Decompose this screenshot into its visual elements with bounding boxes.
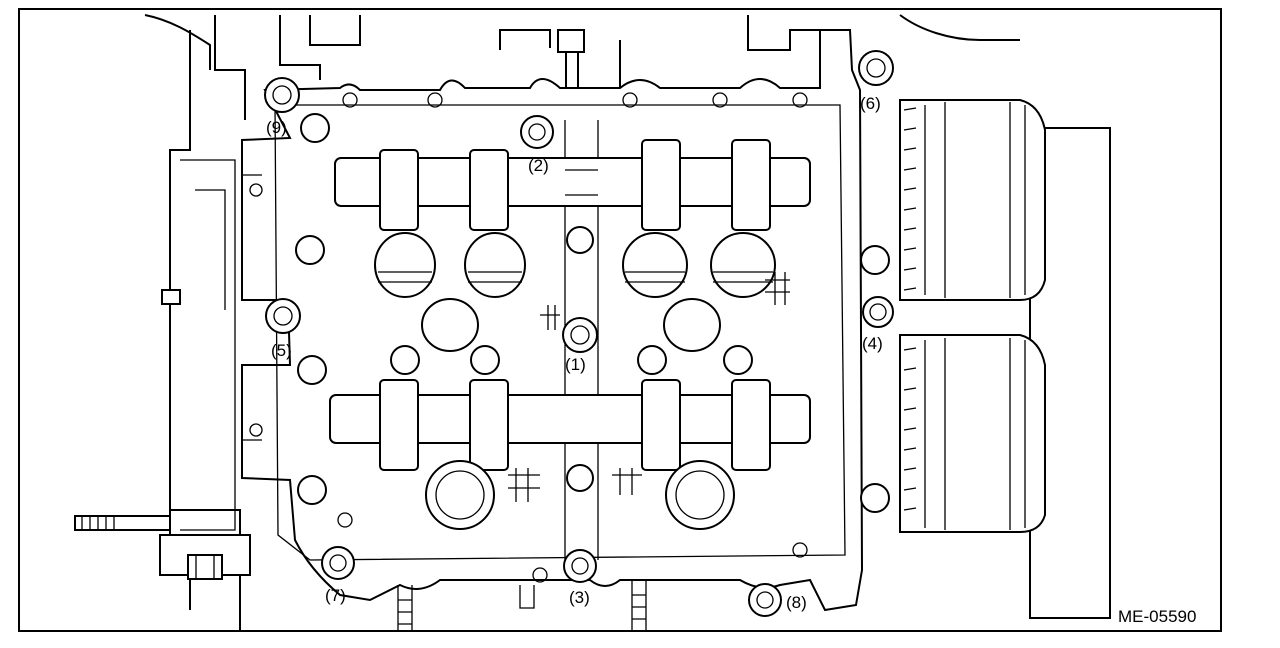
bolt-8	[748, 583, 782, 617]
bolt-7	[321, 546, 355, 580]
secondary-bolts	[249, 92, 890, 583]
upper-valve-springs	[374, 232, 790, 352]
bolt-labels: (1) (2) (3) (4) (5) (6) (7) (8) (9)	[266, 94, 883, 612]
figure-code: ME-05590	[1118, 607, 1196, 626]
bolt-label-9: (9)	[266, 118, 287, 137]
bolt-label-4: (4)	[862, 334, 883, 353]
bolt-3	[563, 549, 597, 583]
engine-top-structures	[499, 14, 1020, 105]
bolt-label-7: (7)	[325, 586, 346, 605]
bolt-label-2: (2)	[528, 156, 549, 175]
bolt-label-5: (5)	[271, 341, 292, 360]
bolt-label-1: (1)	[565, 355, 586, 374]
bolt-6	[858, 50, 894, 86]
right-sprocket-assembly	[899, 99, 1111, 619]
bolt-5	[265, 298, 301, 334]
engine-block-left	[74, 14, 361, 630]
bolt-label-3: (3)	[569, 588, 590, 607]
lower-camshaft	[329, 345, 811, 471]
spark-plug-holes	[425, 460, 735, 530]
diagram-frame: (1) (2) (3) (4) (5) (6) (7) (8) (9) ME-0…	[18, 8, 1222, 632]
bolt-1	[562, 317, 598, 353]
cylinder-head	[241, 29, 864, 612]
camshaft-cap-diagram: (1) (2) (3) (4) (5) (6) (7) (8) (9) ME-0…	[74, 14, 1196, 630]
upper-camshaft	[334, 139, 811, 231]
bolt-2	[520, 115, 554, 149]
numbered-bolts	[264, 50, 894, 617]
lower-studs	[397, 580, 647, 630]
bolt-4	[862, 296, 894, 328]
bolt-9	[264, 77, 300, 113]
bolt-label-6: (6)	[860, 94, 881, 113]
bolt-label-8: (8)	[786, 593, 807, 612]
